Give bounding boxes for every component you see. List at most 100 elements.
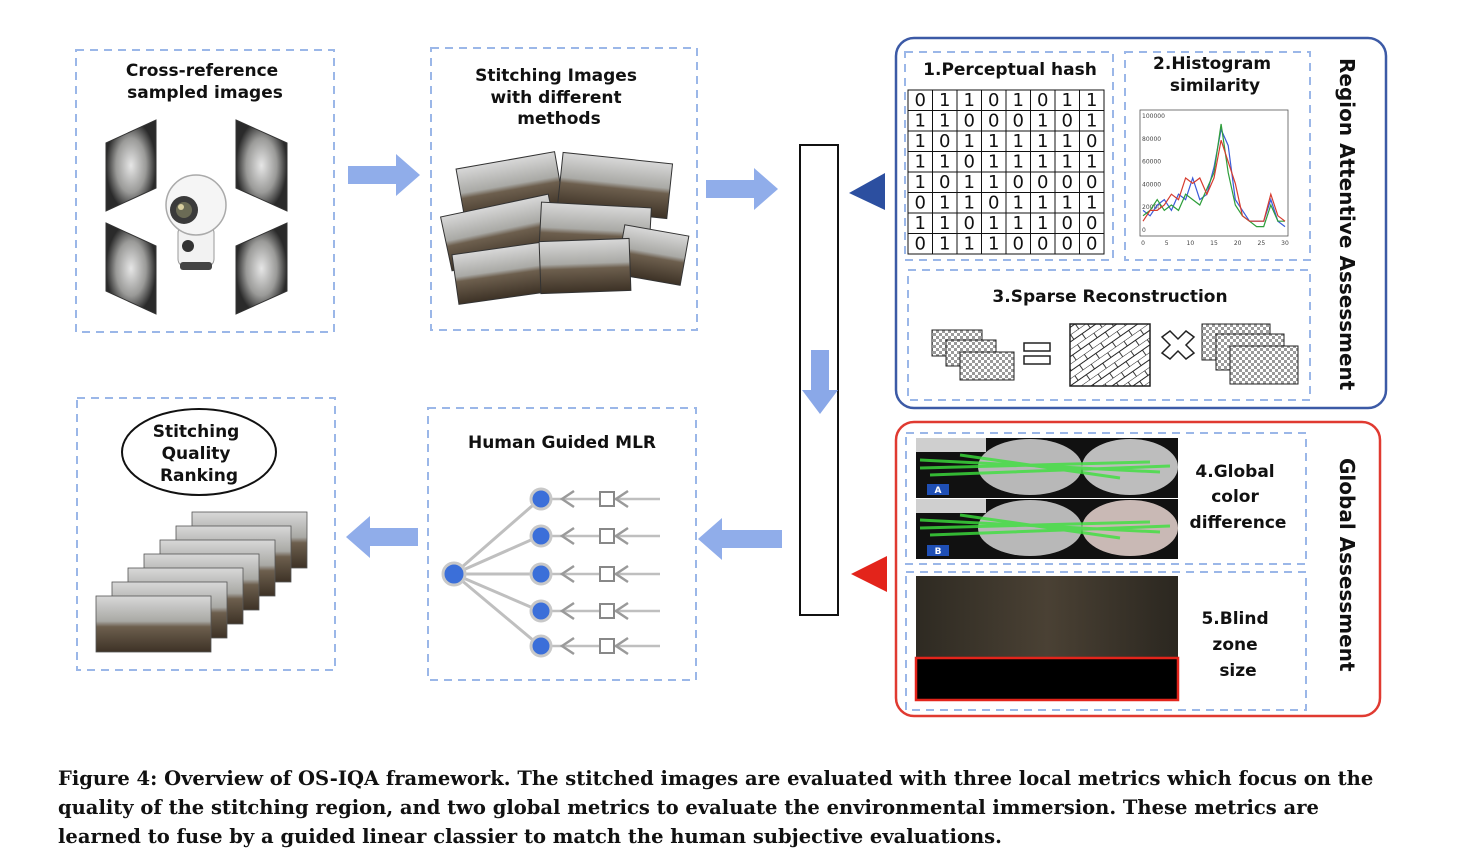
hash-digit: 1 <box>1037 131 1048 152</box>
mlr-output-node <box>441 561 467 587</box>
hash-digit: 0 <box>915 193 926 214</box>
hash-digit: 1 <box>988 234 999 255</box>
x-tick-label: 5 <box>1165 240 1169 247</box>
stitched-panorama-stack <box>439 151 690 305</box>
region-attentive-title: Region Attentive Assessment <box>1335 58 1359 391</box>
hash-digit: 1 <box>1013 193 1024 214</box>
hash-digit: 0 <box>988 90 999 111</box>
hash-digit: 1 <box>964 193 975 214</box>
perceptual-hash-title: 1.Perceptual hash <box>923 60 1097 80</box>
hash-digit: 0 <box>1086 213 1097 234</box>
image-a-label: A <box>935 486 942 496</box>
blind-zone-image <box>914 576 1180 702</box>
global-assessment-panel: Global Assessment A B <box>894 420 1382 718</box>
hash-digit: 0 <box>1062 172 1073 193</box>
hash-digit: 1 <box>1062 131 1073 152</box>
hash-digit: 1 <box>988 172 999 193</box>
sparse-coefficient-stack <box>1201 323 1299 385</box>
mlr-feature-square <box>599 566 615 582</box>
hash-digit: 0 <box>964 213 975 234</box>
figure-caption: Figure 4: Overview of OS-IQA framework. … <box>58 767 1374 848</box>
hash-digit: 0 <box>939 172 950 193</box>
blind-zone-box: 5.Blind zone size <box>905 571 1307 711</box>
hash-digit: 0 <box>964 111 975 132</box>
hash-digit: 1 <box>1013 131 1024 152</box>
hash-digit: 1 <box>939 193 950 214</box>
hash-digit: 1 <box>988 213 999 234</box>
human-mlr-box: Human Guided MLR <box>427 407 697 681</box>
camera-360-icon <box>165 174 227 270</box>
hash-digit: 0 <box>939 131 950 152</box>
hash-digit: 1 <box>964 234 975 255</box>
hash-digit: 1 <box>939 234 950 255</box>
x-tick-label: 20 <box>1234 240 1242 247</box>
mlr-feature-square <box>599 528 615 544</box>
hash-digit: 1 <box>988 131 999 152</box>
hash-digit: 0 <box>1062 111 1073 132</box>
y-tick-label: 80000 <box>1142 136 1161 143</box>
x-tick-label: 10 <box>1187 240 1195 247</box>
y-tick-label: 0 <box>1142 227 1146 234</box>
histogram-green-line <box>1142 123 1285 228</box>
hash-digit: 1 <box>1086 90 1097 111</box>
arrow-right-2 <box>706 168 778 210</box>
mlr-arrow-head <box>559 526 575 546</box>
arrow-left-2 <box>346 516 418 558</box>
x-tick-label: 15 <box>1210 240 1218 247</box>
mlr-hidden-node <box>529 599 553 623</box>
sparse-input-stack <box>931 329 1015 381</box>
hash-digit: 1 <box>1037 152 1048 173</box>
quality-ranking-box: Stitching Quality Ranking <box>76 397 336 671</box>
mlr-arrow-head <box>559 489 575 509</box>
mlr-feature-square <box>599 638 615 654</box>
sampled-image-top-right <box>235 119 288 212</box>
hash-digit: 1 <box>939 111 950 132</box>
mlr-arrow-head <box>559 601 575 621</box>
y-tick-label: 60000 <box>1142 159 1161 166</box>
color-match-image-b: B <box>916 499 1178 559</box>
hash-digit: 1 <box>1062 193 1073 214</box>
mlr-hidden-node <box>529 487 553 511</box>
hash-digit: 1 <box>939 152 950 173</box>
hash-digit: 1 <box>915 152 926 173</box>
arrow-down <box>802 350 838 414</box>
sampled-image-top-left <box>105 119 157 212</box>
hash-digit: 1 <box>964 90 975 111</box>
image-b-label: B <box>935 547 942 557</box>
mlr-arrow-head <box>613 489 629 509</box>
mlr-arrow-head <box>613 601 629 621</box>
hash-digit: 0 <box>915 234 926 255</box>
mlr-hidden-node <box>529 562 553 586</box>
hash-digit: 1 <box>1086 152 1097 173</box>
blind-zone-title: 5.Blind zone size <box>1201 609 1274 681</box>
ranked-panorama-stack <box>95 511 308 653</box>
x-tick-label: 25 <box>1258 240 1266 247</box>
hash-digit: 0 <box>1086 131 1097 152</box>
sampled-image-bottom-left <box>105 222 157 315</box>
arrow-right-1 <box>348 154 420 196</box>
x-tick-label: 0 <box>1141 240 1145 247</box>
x-tick-label: 30 <box>1281 240 1289 247</box>
hash-digit: 1 <box>1013 213 1024 234</box>
dictionary-matrix <box>1069 323 1151 387</box>
mlr-arrow-head <box>559 636 575 656</box>
mlr-arrow-head <box>613 564 629 584</box>
stitching-images-title: Stitching Images with different methods <box>475 66 643 129</box>
mlr-feature-square <box>599 491 615 507</box>
mlr-arrow-head <box>613 526 629 546</box>
global-color-title: 4.Global color difference <box>1190 462 1287 533</box>
mlr-hidden-node <box>529 634 553 658</box>
hash-digit: 1 <box>1037 193 1048 214</box>
hash-digit: 0 <box>1062 234 1073 255</box>
hash-digit: 0 <box>1037 234 1048 255</box>
mlr-hidden-node <box>529 524 553 548</box>
sampled-image-bottom-right <box>235 222 288 315</box>
hash-digit: 1 <box>939 213 950 234</box>
hash-digit: 1 <box>939 90 950 111</box>
hash-digit: 0 <box>915 90 926 111</box>
hash-digit: 1 <box>1013 152 1024 173</box>
hash-cell <box>1079 233 1105 255</box>
